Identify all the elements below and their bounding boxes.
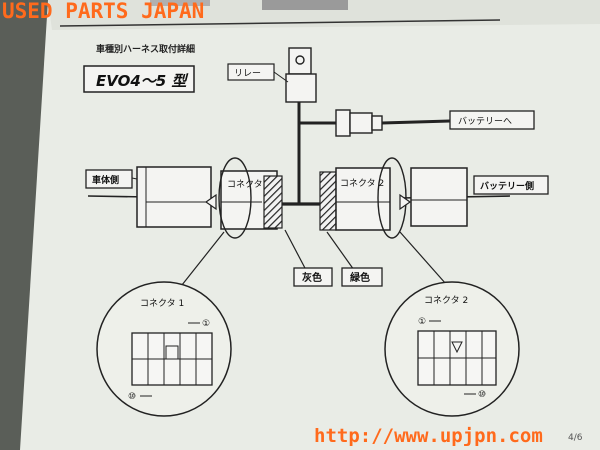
body-side-box — [85, 169, 133, 189]
relay-terminal — [288, 47, 312, 75]
connector2-body — [335, 167, 391, 231]
arrow-right-icon — [399, 193, 412, 211]
detail1-pin1: ① — [202, 319, 210, 329]
detail2-title: コネクタ 2 — [424, 295, 468, 306]
detail1-title: コネクタ 1 — [140, 298, 184, 309]
detail2-leader — [399, 231, 447, 285]
detail1-leader — [177, 231, 225, 291]
battery-wire — [381, 119, 451, 125]
battery-conn-box — [449, 110, 535, 130]
upper-sheet-fold — [48, 0, 600, 30]
body-connector-housing — [136, 166, 212, 228]
gray-label-box — [293, 267, 333, 287]
relay-label: リレー — [234, 69, 261, 79]
fuse-holder-left — [335, 109, 351, 137]
connector2-ring — [377, 157, 407, 239]
body-side-label: 車体側 — [92, 174, 119, 186]
watermark-top: USED PARTS JAPAN — [2, 0, 205, 23]
connector1-label: コネクタ 1 — [227, 179, 271, 190]
battery-side-label: バッテリー側 — [480, 180, 534, 192]
model-box — [83, 65, 195, 93]
green-leader — [326, 231, 355, 271]
connector1-hatch — [263, 175, 283, 229]
arrow-left-icon — [204, 193, 217, 211]
top-printed-block — [262, 0, 348, 10]
detail2-pin10: ⑩ — [478, 390, 486, 400]
battery-connector-housing — [410, 167, 468, 227]
detail1-pin10: ⑩ — [128, 392, 136, 402]
fuse-holder-body — [349, 112, 373, 134]
top-rule — [59, 19, 501, 27]
watermark-bottom: http://www.upjpn.com — [314, 425, 543, 447]
heading: 車種別ハーネス取付詳細 — [96, 43, 195, 55]
connector1-ring — [218, 157, 252, 239]
relay-terminal-hole — [295, 55, 305, 65]
green-label-box — [341, 267, 383, 287]
top-printed-block-2 — [150, 0, 210, 6]
battery-conn-label: バッテリーへ — [458, 116, 512, 127]
detail2-key — [451, 341, 463, 354]
page-number: 4/6 — [568, 433, 583, 443]
model-label: EVO4～5 型 — [96, 72, 188, 90]
connector2-hatch — [319, 171, 337, 231]
detail1-key — [165, 345, 179, 360]
relay-body — [285, 73, 317, 103]
gray-leader — [284, 229, 307, 271]
relay-leader — [273, 71, 289, 83]
gray-label: 灰色 — [302, 271, 322, 284]
green-label: 緑色 — [350, 271, 370, 284]
detail2-pin1: ① — [418, 317, 426, 327]
battery-side-box — [473, 175, 549, 195]
fuse-holder-cap — [371, 115, 383, 131]
connector2-label: コネクタ 2 — [340, 178, 384, 189]
